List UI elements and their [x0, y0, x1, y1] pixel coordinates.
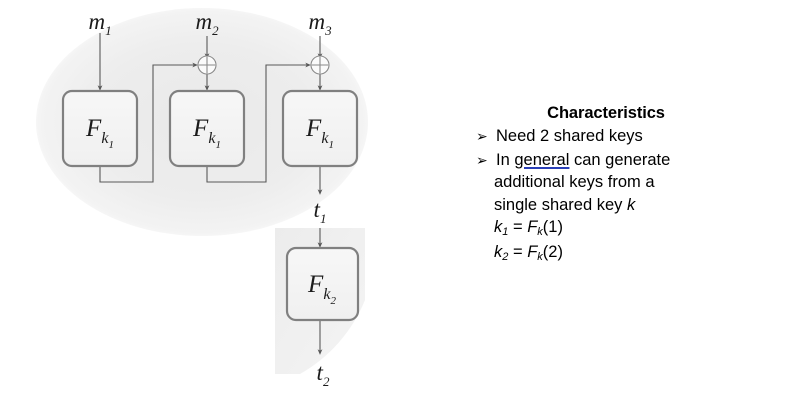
- characteristics-panel: Characteristics ➢ Need 2 shared keys ➢ I…: [474, 104, 774, 265]
- bullet-item-1-text: Need 2 shared keys: [496, 125, 774, 148]
- continuation-line-1: additional keys from a: [494, 173, 655, 191]
- formula-k1-arg: (1): [542, 218, 563, 236]
- general-underlined-word[interactable]: general: [514, 150, 570, 169]
- formula-k2-lhs: k: [494, 242, 503, 261]
- bullet-1-seg-0: Need 2 shared keys: [496, 127, 643, 145]
- key-line-prefix: single shared key: [494, 195, 627, 214]
- bullet-arrow-icon: ➢: [476, 128, 488, 144]
- formula-k2-eq: =: [508, 242, 528, 261]
- xor1: [197, 55, 217, 75]
- prf-box-3-label: Fk1: [305, 115, 334, 151]
- formula-k1: k1 = Fk(1): [494, 216, 774, 241]
- formula-k2-fn: F: [527, 242, 538, 261]
- formula-k2: k2 = Fk(2): [494, 241, 774, 266]
- formula-k1-fn: F: [527, 218, 538, 236]
- panel-title: Characteristics: [547, 104, 665, 122]
- formula-k2-arg: (2): [542, 242, 563, 261]
- wire-block2-to-xor2: [206, 62, 311, 183]
- prf-box-4-label: Fk2: [307, 271, 336, 307]
- key-line-symbol: k: [627, 195, 636, 214]
- bullet-2-seg-0: In: [496, 150, 515, 169]
- formula-k2-lhs-sub: 2: [502, 250, 509, 263]
- prf-box-2: [168, 89, 246, 168]
- prf-box-2-label: Fk1: [192, 115, 221, 151]
- xor2: [310, 55, 330, 75]
- bullet-item-2: ➢ In general can generate: [474, 149, 774, 172]
- formula-k2-fn-sub: k: [537, 250, 543, 263]
- label-t1: t1: [314, 197, 327, 226]
- key-line: single shared key k: [494, 194, 774, 217]
- bullet-2-seg-2: can generate: [569, 150, 671, 169]
- prf-box-3: [281, 89, 359, 168]
- label-m3: m3: [308, 9, 332, 38]
- formula-k1-lhs: k: [494, 218, 503, 236]
- formula-k1-lhs-sub: 1: [502, 226, 509, 238]
- prf-box-1: [61, 89, 139, 168]
- formula-k1-eq: =: [508, 218, 528, 236]
- prf-box-1-label: Fk1: [85, 115, 114, 151]
- prf-box-4: [285, 246, 360, 322]
- label-m2: m2: [195, 9, 219, 38]
- bullet-item-2-text: In general can generate: [496, 149, 774, 172]
- label-m1: m1: [88, 9, 111, 38]
- formula-k1-fn-sub: k: [537, 226, 543, 238]
- bullet-arrow-icon: ➢: [476, 151, 488, 168]
- label-t2: t2: [317, 360, 330, 389]
- cbc-mac-diagram: m1 m2 m3 Fk1 Fk1 Fk1 F: [36, 8, 368, 389]
- wire-block1-to-xor1: [99, 62, 198, 183]
- bullet-item-1: ➢ Need 2 shared keys: [474, 125, 774, 148]
